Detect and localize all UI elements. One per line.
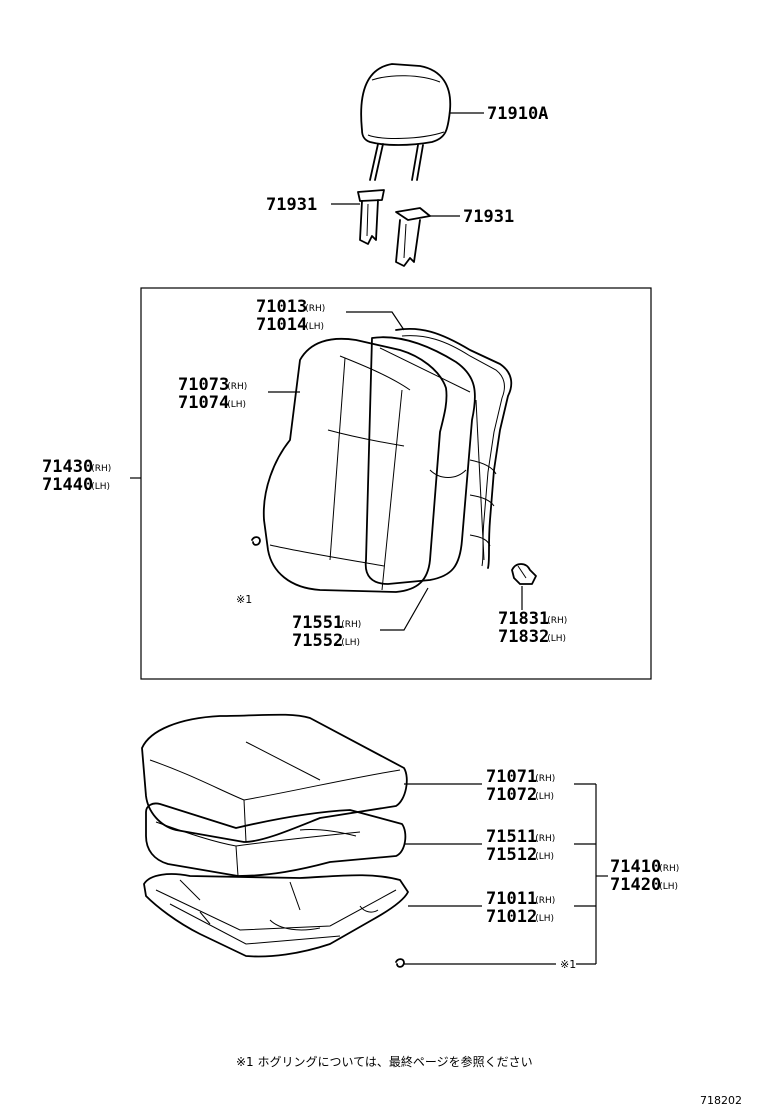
cushion-cover-rh-suffix: (RH) bbox=[535, 774, 555, 784]
hog-ring-cushion-drawing bbox=[395, 958, 405, 968]
back-assy-rh-number: 71430 bbox=[42, 457, 93, 477]
cushion-pad-lh-suffix: (LH) bbox=[535, 852, 554, 862]
seat-back-lock-drawing bbox=[511, 563, 537, 585]
label-cushion-pad-lh: 71512(LH) bbox=[486, 845, 554, 865]
label-cushion-pad-rh: 71511(RH) bbox=[486, 827, 555, 847]
back-cover-lh-suffix: (LH) bbox=[227, 400, 246, 410]
label-cushion-assy-rh: 71410(RH) bbox=[610, 857, 679, 877]
label-cushion-frame-rh: 71011(RH) bbox=[486, 889, 555, 909]
back-lock-rh-number: 71831 bbox=[498, 609, 549, 629]
seat-cushion-pad-drawing bbox=[145, 802, 407, 877]
footnote: ※1 ホグリングについては、最終ページを参照ください bbox=[236, 1054, 533, 1069]
cushion-assy-rh-suffix: (RH) bbox=[659, 864, 679, 874]
cushion-assy-lh-number: 71420 bbox=[610, 875, 661, 895]
back-assy-lh-suffix: (LH) bbox=[91, 482, 110, 492]
label-back-pad-lh: 71552(LH) bbox=[292, 631, 360, 651]
back-cover-rh-suffix: (RH) bbox=[227, 382, 247, 392]
back-frame-rh-suffix: (RH) bbox=[305, 304, 325, 314]
back-cover-lh-number: 71074 bbox=[178, 393, 229, 413]
hog-ring-back-drawing bbox=[251, 536, 261, 546]
cushion-cover-rh-number: 71071 bbox=[486, 767, 537, 787]
cushion-frame-lh-suffix: (LH) bbox=[535, 914, 554, 924]
back-frame-lh-number: 71014 bbox=[256, 315, 307, 335]
cushion-pad-lh-number: 71512 bbox=[486, 845, 537, 865]
back-cover-rh-number: 71073 bbox=[178, 375, 229, 395]
back-pad-rh-suffix: (RH) bbox=[341, 620, 361, 630]
leader-back-frame bbox=[346, 311, 405, 331]
label-back-assy-rh: 71430(RH) bbox=[42, 457, 111, 477]
back-assy-rh-suffix: (RH) bbox=[91, 464, 111, 474]
back-frame-lh-suffix: (LH) bbox=[305, 322, 324, 332]
seat-cushion-frame-drawing bbox=[143, 873, 409, 958]
seat-back-frame-drawing bbox=[395, 327, 513, 569]
back-lock-lh-number: 71832 bbox=[498, 627, 549, 647]
label-cushion-frame-lh: 71012(LH) bbox=[486, 907, 554, 927]
back-pad-lh-suffix: (LH) bbox=[341, 638, 360, 648]
label-cushion-cover-rh: 71071(RH) bbox=[486, 767, 555, 787]
cushion-pad-rh-number: 71511 bbox=[486, 827, 537, 847]
back-lock-lh-suffix: (LH) bbox=[547, 634, 566, 644]
label-cushion-assy-lh: 71420(LH) bbox=[610, 875, 678, 895]
back-frame-rh-number: 71013 bbox=[256, 297, 307, 317]
figure-number: 718202 bbox=[700, 1094, 742, 1107]
label-back-assy-lh: 71440(LH) bbox=[42, 475, 110, 495]
seat-back-pad-drawing bbox=[364, 336, 476, 585]
back-lock-rh-suffix: (RH) bbox=[547, 616, 567, 626]
headrest-support-right-drawing bbox=[395, 207, 431, 267]
label-support-right: 71931 bbox=[463, 207, 514, 227]
label-back-cover-rh: 71073(RH) bbox=[178, 375, 247, 395]
headrest-drawing bbox=[360, 63, 452, 181]
back-pad-lh-number: 71552 bbox=[292, 631, 343, 651]
cushion-frame-rh-suffix: (RH) bbox=[535, 896, 555, 906]
seat-back-group-box bbox=[140, 287, 652, 680]
headrest-support-left-drawing bbox=[357, 189, 385, 245]
cushion-cover-lh-suffix: (LH) bbox=[535, 792, 554, 802]
label-headrest: 71910A bbox=[487, 104, 548, 124]
cushion-assy-rh-number: 71410 bbox=[610, 857, 661, 877]
cushion-frame-lh-number: 71012 bbox=[486, 907, 537, 927]
label-back-frame-lh: 71014(LH) bbox=[256, 315, 324, 335]
cushion-cover-lh-number: 71072 bbox=[486, 785, 537, 805]
label-back-frame-rh: 71013(RH) bbox=[256, 297, 325, 317]
seat-cushion-cover-drawing bbox=[141, 713, 408, 843]
label-hog-ring-back: ※1 bbox=[236, 593, 252, 606]
leader-back-pad bbox=[380, 587, 429, 631]
label-cushion-cover-lh: 71072(LH) bbox=[486, 785, 554, 805]
label-back-pad-rh: 71551(RH) bbox=[292, 613, 361, 633]
label-hog-ring-cushion: ※1 bbox=[560, 958, 576, 971]
cushion-assy-bracket bbox=[574, 783, 608, 965]
label-support-left: 71931 bbox=[266, 195, 317, 215]
cushion-pad-rh-suffix: (RH) bbox=[535, 834, 555, 844]
label-back-lock-rh: 71831(RH) bbox=[498, 609, 567, 629]
label-back-cover-lh: 71074(LH) bbox=[178, 393, 246, 413]
back-assy-lh-number: 71440 bbox=[42, 475, 93, 495]
seat-back-cover-drawing bbox=[262, 337, 448, 593]
back-pad-rh-number: 71551 bbox=[292, 613, 343, 633]
cushion-frame-rh-number: 71011 bbox=[486, 889, 537, 909]
label-back-lock-lh: 71832(LH) bbox=[498, 627, 566, 647]
cushion-assy-lh-suffix: (LH) bbox=[659, 882, 678, 892]
